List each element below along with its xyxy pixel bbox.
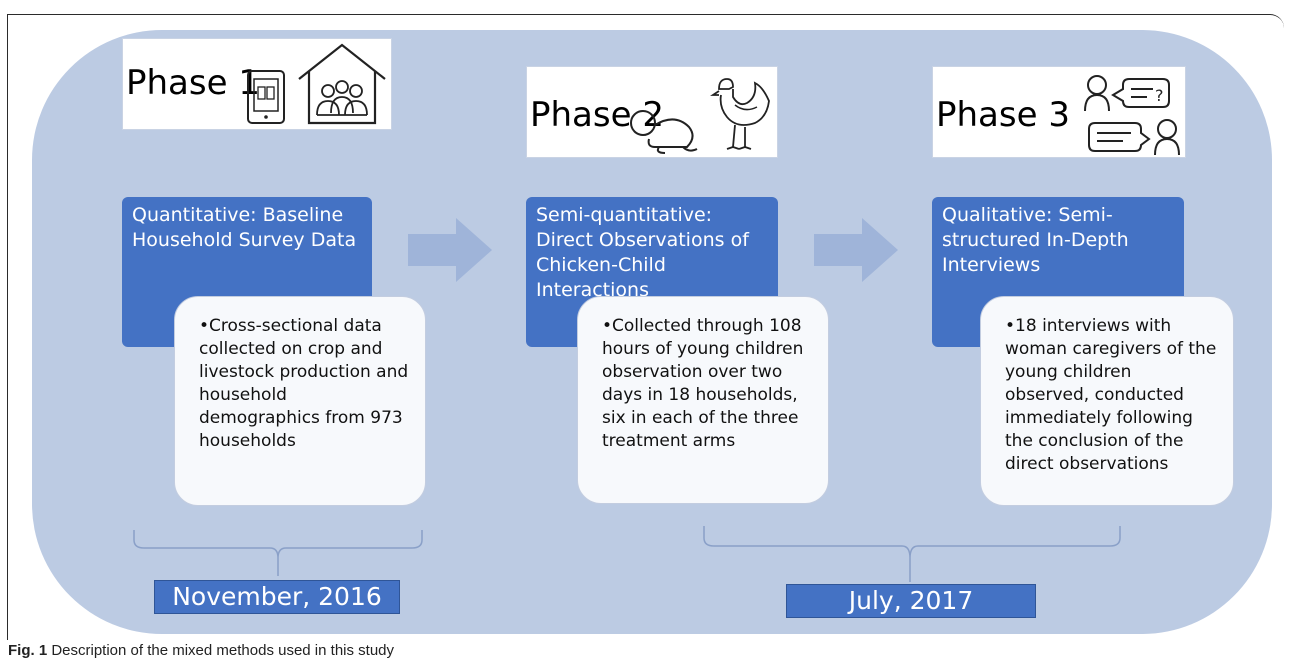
svg-text:?: ? [1155,86,1164,105]
caption-text: Description of the mixed methods used in… [47,642,395,659]
figure-caption: Fig. 1 Description of the mixed methods … [8,642,394,659]
date-phase-1: November, 2016 [154,580,400,614]
interview-icon: ? [1084,75,1180,156]
date-phases-2-3: July, 2017 [786,584,1036,618]
tablet-icon [247,70,285,124]
household-icon [298,43,386,125]
phase-2-header: Phase 2 [526,66,778,158]
brace-phase-1 [133,530,423,576]
chicken-icon [710,78,770,150]
phase-3-header: Phase 3 ? [932,66,1186,158]
arrow-1 [408,218,492,282]
brace-phases-2-3 [703,526,1121,582]
caption-label: Fig. 1 [8,642,48,659]
phase-3-title: Phase 3 [936,95,1070,135]
phase-3-detail: •18 interviews with woman caregivers of … [980,296,1234,506]
phase-1-header: Phase 1 [122,38,392,130]
arrow-2 [814,218,898,282]
phase-2-detail: •Collected through 108 hours of young ch… [577,296,829,504]
phase-1-detail: •Cross-sectional data collected on crop … [174,296,426,506]
phase-2-title: Phase 2 [530,95,664,135]
figure-frame [7,14,1284,640]
phase-1-title: Phase 1 [126,63,260,103]
baby-icon [630,110,698,154]
